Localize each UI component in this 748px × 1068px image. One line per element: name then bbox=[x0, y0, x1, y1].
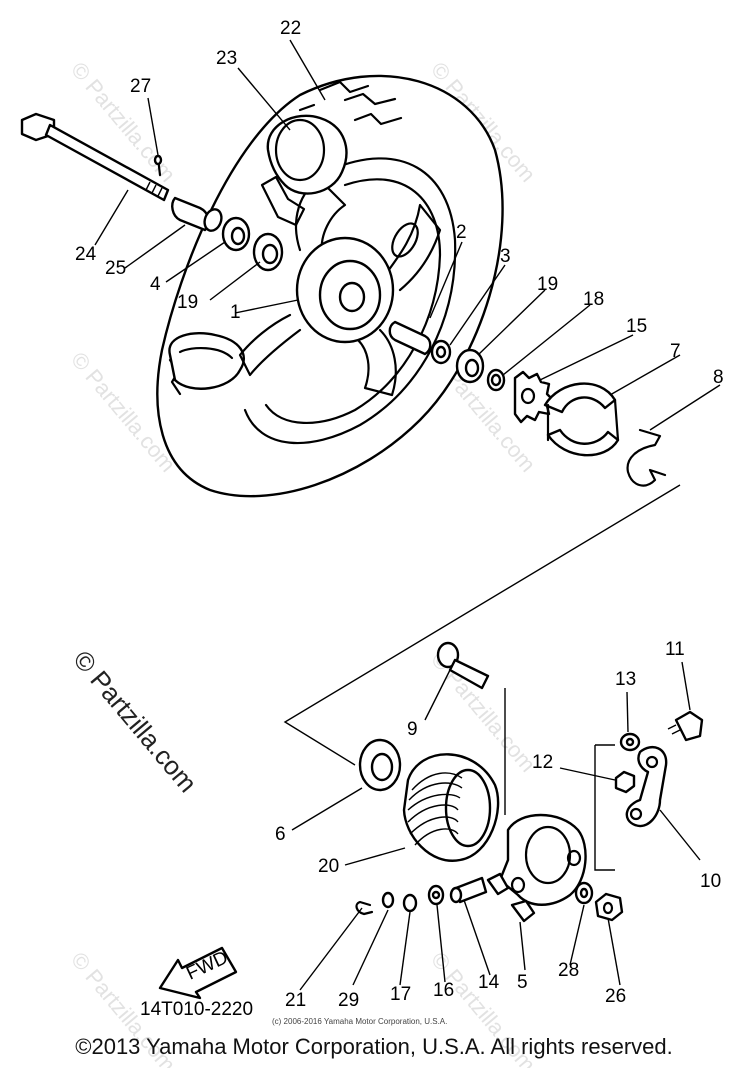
part-label: 15 bbox=[626, 316, 647, 337]
shaft-bolt bbox=[436, 641, 490, 690]
part-label: 19 bbox=[537, 274, 558, 295]
part-label: 8 bbox=[713, 367, 724, 388]
brake-shoe-plate bbox=[486, 813, 587, 923]
brake-spring bbox=[626, 428, 667, 487]
cotter-pin bbox=[153, 154, 163, 177]
footer-copyright: ©2013 Yamaha Motor Corporation, U.S.A. A… bbox=[75, 1034, 673, 1059]
hub-bore bbox=[338, 281, 366, 313]
retaining-clip bbox=[355, 900, 374, 916]
meter-drive-spindle bbox=[449, 876, 488, 904]
hub-spacer bbox=[388, 320, 432, 356]
part-label: 27 bbox=[130, 76, 151, 97]
small-seal bbox=[402, 893, 418, 913]
part-label: 10 bbox=[700, 871, 721, 892]
part-label: 7 bbox=[670, 341, 681, 362]
leader-lines bbox=[94, 39, 721, 991]
axle-nut bbox=[594, 892, 624, 922]
watermark-prominent: © Partzilla.com bbox=[67, 645, 203, 798]
drawing-code: 14T010-2220 bbox=[140, 999, 253, 1020]
part-label: 11 bbox=[665, 639, 685, 660]
part-label: 28 bbox=[558, 960, 579, 981]
part-label: 12 bbox=[532, 752, 553, 773]
part-label: 24 bbox=[75, 244, 97, 265]
camshaft-lever bbox=[625, 746, 668, 828]
rim-edge bbox=[243, 157, 457, 445]
part-label: 25 bbox=[105, 258, 126, 279]
arm-bolt bbox=[667, 710, 704, 742]
part-label: 20 bbox=[318, 856, 339, 877]
brake-drum bbox=[402, 753, 500, 862]
tube-section bbox=[274, 118, 326, 182]
part-label: 26 bbox=[605, 986, 626, 1007]
part-label: 9 bbox=[407, 719, 418, 740]
part-label: 6 bbox=[275, 824, 286, 845]
part-labels: 1 2 3 4 5 6 7 8 9 10 11 12 13 14 15 16 1… bbox=[75, 18, 724, 1011]
part-label: 5 bbox=[517, 972, 528, 993]
wheel-assembly bbox=[156, 74, 504, 498]
indicator-plate bbox=[619, 732, 641, 752]
nut-small bbox=[614, 770, 636, 794]
fwd-arrow: FWD bbox=[158, 946, 238, 1000]
part-label: 21 bbox=[285, 990, 306, 1011]
assembly-connector-lines bbox=[283, 484, 681, 871]
part-label: 3 bbox=[500, 246, 511, 267]
o-ring bbox=[381, 891, 395, 909]
part-label: 4 bbox=[150, 274, 161, 295]
part-label: 2 bbox=[456, 222, 467, 243]
part-label: 29 bbox=[338, 990, 359, 1011]
part-label: 22 bbox=[280, 18, 301, 39]
brake-shoe bbox=[543, 382, 620, 457]
part-label: 14 bbox=[478, 972, 500, 993]
part-label: 23 bbox=[216, 48, 237, 69]
part-label: 16 bbox=[433, 980, 454, 1001]
tire-cutaway-top bbox=[266, 114, 348, 195]
part-label: 17 bbox=[390, 984, 411, 1005]
axle-collar bbox=[171, 196, 210, 232]
small-copyright: (c) 2006-2016 Yamaha Motor Corporation, … bbox=[272, 1017, 447, 1026]
tire-cutaway-bottom bbox=[168, 332, 246, 390]
part-label: 13 bbox=[615, 669, 636, 690]
part-label: 18 bbox=[583, 289, 604, 310]
part-label: 19 bbox=[177, 292, 198, 313]
part-label: 1 bbox=[230, 302, 241, 323]
axle bbox=[20, 112, 170, 202]
